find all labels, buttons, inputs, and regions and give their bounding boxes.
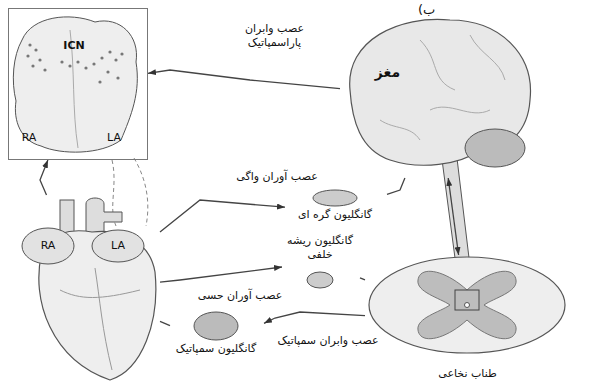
nerve-connector [160,200,285,232]
spinal-cord-drawing [369,257,565,353]
central-canal [465,303,470,308]
nodose-ganglion-node: گانگلیون گره ای [285,188,387,235]
nerve-connector [160,321,170,325]
heart-organ: RA LA [15,195,160,385]
nerve-connector [448,178,458,255]
brain-region: مغز [340,18,535,178]
node-label: LA [103,239,133,253]
right-atrium [22,228,74,264]
node-label: مغز [360,63,415,81]
heart-drawing [22,198,156,380]
brain-drawing [350,19,531,258]
spinal-cord-outline [369,257,565,353]
nerve-connector [360,278,365,280]
nerve-connector [40,160,48,195]
spinal-cord-node: طناب نخاعی [365,255,570,388]
nerve-connector [148,70,340,89]
panel-label: ب) [418,2,435,17]
coronary-vessel [60,290,140,298]
node-label: طناب نخاعی [405,367,530,381]
gray-matter [418,271,516,338]
dorsal-root-ganglion-node: گانگلیون ریشه خلفی [282,234,360,290]
atria-outline [13,17,137,152]
node-label: گانگلیون ریشه خلفی [282,234,358,263]
nodose-ganglion [313,190,357,206]
node-label: RA [14,131,44,145]
node-label: گانگلیون سمپاتیک [170,342,262,356]
sympathetic-ganglion-node: گانگلیون سمپاتیک [170,310,264,382]
node-label: ICN [49,39,99,53]
atria-section [13,17,137,152]
inset-section-box: ICN RA LA [8,8,148,160]
dorsal-root-ganglion [307,272,333,288]
brainstem [441,150,469,258]
node-label: LA [99,131,129,145]
edge-label: عصب آوران واگی [220,170,334,184]
brain-gyri [380,35,505,140]
coronary-vessel [95,268,112,370]
nerve-connector [264,312,365,323]
node-label: گانگلیون گره ای [285,208,385,222]
sympathetic-ganglion [194,312,238,340]
node-label: RA [33,239,63,253]
edge-label: عصب وابران سمپاتیک [270,334,386,348]
nerve-connector [160,267,282,282]
dashed-nerve [134,158,148,226]
edge-label: عصب وابران پاراسمپاتیک [215,22,334,51]
edge-label: عصب آوران حسی [188,289,292,303]
nerve-connector [387,178,405,194]
detail-box [455,290,479,310]
cerebellum [465,129,525,167]
left-atrium [92,230,144,262]
